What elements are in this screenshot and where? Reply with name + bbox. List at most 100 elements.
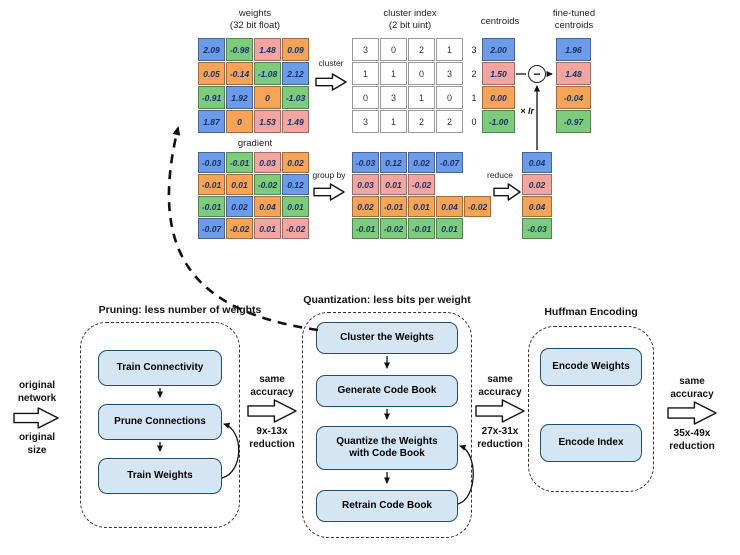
groupby-arrow-label: group by — [312, 170, 346, 180]
matrix-cell: -0.01 — [352, 218, 379, 239]
matrix-cell: 0.05 — [198, 62, 225, 85]
source-flow-arrow — [13, 407, 59, 429]
train-connectivity-box: Train Connectivity — [98, 350, 222, 386]
matrix-cell: -0.01 — [198, 174, 225, 195]
huffman-stage-box — [528, 326, 654, 492]
matrix-cell: 0.04 — [522, 152, 552, 173]
transition2-reduction-label: 27x-31x reduction — [477, 426, 523, 450]
matrix-cell: -1.03 — [282, 86, 309, 109]
matrix-cell: 1 — [436, 38, 463, 61]
matrix-cell: 2.00 — [482, 38, 515, 61]
matrix-cell: -0.02 — [408, 174, 435, 195]
cluster-weights-box: Cluster the Weights — [316, 322, 458, 354]
minus-operator: − — [528, 65, 546, 83]
transition3-flow-arrow — [667, 401, 717, 425]
matrix-cell: 0 — [352, 86, 379, 109]
matrix-cell: 1.96 — [556, 38, 591, 61]
matrix-cell: 1.87 — [198, 110, 225, 133]
matrix-cell: -1.00 — [482, 110, 515, 133]
original-size-label: original size — [18, 432, 56, 456]
transition3-accuracy-label: same accuracy — [670, 376, 714, 400]
reduce-arrow-label: reduce — [487, 170, 513, 180]
weights-title: weights (32 bit float) — [229, 8, 281, 31]
transition2-accuracy-label: same accuracy — [478, 374, 522, 398]
matrix-cell: -0.01 — [380, 196, 407, 217]
matrix-cell: 2 — [471, 68, 477, 79]
transition2-flow-arrow — [475, 399, 525, 423]
matrix-cell: 0.00 — [482, 86, 515, 109]
matrix-cell: 3 — [436, 62, 463, 85]
matrix-cell: 1 — [471, 92, 477, 103]
matrix-cell: 1 — [380, 62, 407, 85]
matrix-cell: 2.12 — [282, 62, 309, 85]
encode-weights-box: Encode Weights — [540, 348, 642, 386]
matrix-cell: -0.98 — [226, 38, 253, 61]
transition1-flow-arrow — [247, 399, 297, 423]
matrix-cell: 1.92 — [226, 86, 253, 109]
cluster-index-title: cluster index (2 bit uint) — [383, 8, 437, 31]
matrix-cell: 3 — [380, 86, 407, 109]
transition3-reduction-label: 35x-49x reduction — [669, 428, 715, 452]
matrix-cell: -0.03 — [198, 152, 225, 173]
matrix-cell: -0.97 — [556, 110, 591, 133]
matrix-cell: 0.04 — [436, 196, 463, 217]
matrix-cell: 0 — [408, 62, 435, 85]
matrix-cell: 0.02 — [408, 152, 435, 173]
matrix-cell: 0.02 — [352, 196, 379, 217]
matrix-cell: 0 — [226, 110, 253, 133]
matrix-cell: 0.02 — [522, 174, 552, 195]
matrix-cell: 0.04 — [522, 196, 552, 217]
matrix-cell: 0.09 — [282, 38, 309, 61]
matrix-cell: -0.14 — [226, 62, 253, 85]
pruning-stage-title: Pruning: less number of weights — [98, 304, 262, 316]
matrix-cell: 0.04 — [254, 196, 281, 217]
matrix-cell: -0.91 — [198, 86, 225, 109]
matrix-cell: 2 — [408, 38, 435, 61]
matrix-cell: 1.53 — [254, 110, 281, 133]
matrix-cell: -0.07 — [198, 218, 225, 239]
matrix-cell: -0.02 — [464, 196, 491, 217]
matrix-cell: -0.01 — [198, 196, 225, 217]
encode-index-box: Encode Index — [540, 424, 642, 462]
generate-codebook-box: Generate Code Book — [316, 375, 458, 407]
matrix-cell: 2.09 — [198, 38, 225, 61]
matrix-cell: 0.01 — [408, 196, 435, 217]
matrix-cell: 0.03 — [352, 174, 379, 195]
matrix-cell: -1.08 — [254, 62, 281, 85]
centroids-title: centroids — [480, 16, 520, 27]
transition1-accuracy-label: same accuracy — [250, 374, 294, 398]
matrix-cell: 0 — [254, 86, 281, 109]
matrix-cell: -0.02 — [282, 218, 309, 239]
finetuned-centroids-title: fine-tuned centroids — [552, 8, 596, 31]
prune-connections-box: Prune Connections — [98, 404, 222, 440]
groupby-flow-arrow — [313, 183, 345, 201]
matrix-cell: -0.02 — [380, 218, 407, 239]
quantization-stage-title: Quantization: less bits per weight — [303, 294, 471, 306]
matrix-cell: 1.49 — [282, 110, 309, 133]
matrix-cell: 3 — [352, 38, 379, 61]
matrix-cell: 0 — [380, 38, 407, 61]
matrix-cell: 0 — [436, 86, 463, 109]
matrix-cell: 2 — [408, 110, 435, 133]
matrix-cell: 0.01 — [436, 218, 463, 239]
matrix-cell: 0.02 — [226, 196, 253, 217]
matrix-cell: 0.01 — [380, 174, 407, 195]
matrix-cell: 0.03 — [254, 152, 281, 173]
retrain-codebook-box: Retrain Code Book — [316, 490, 458, 522]
quantization-stage-box — [302, 312, 472, 538]
matrix-cell: 1 — [408, 86, 435, 109]
original-network-label: original network — [17, 380, 57, 404]
matrix-cell: 3 — [471, 44, 477, 55]
matrix-cell: 1 — [352, 62, 379, 85]
matrix-cell: 1.50 — [482, 62, 515, 85]
matrix-cell: -0.03 — [522, 218, 552, 239]
matrix-cell: 1.48 — [254, 38, 281, 61]
quantize-weights-box: Quantize the Weights with Code Book — [316, 426, 458, 470]
